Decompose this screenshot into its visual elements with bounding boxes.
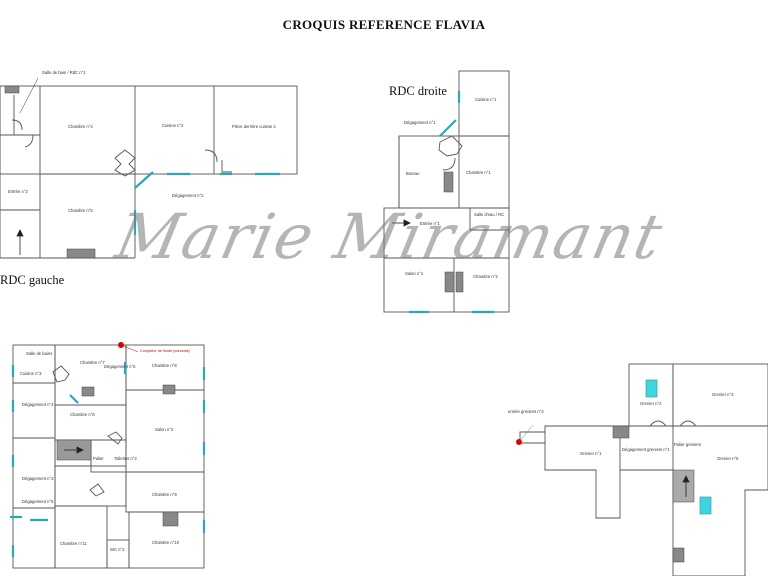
label-degagement-6: Dégagement n°6 — [22, 499, 54, 504]
label-salle-deau: Salle d'eau / RC — [474, 212, 504, 217]
rdc-gauche-label: RDC gauche — [0, 273, 65, 287]
label-salon-2: Salon n°2 — [155, 427, 174, 432]
label-grenier-2: Grenier n°2 — [640, 401, 662, 406]
label-cuisine-2: Cuisine n°2 — [162, 123, 184, 128]
plan-rdc-gauche — [0, 85, 298, 259]
label-degagement-greniers: Dégagement greniers n°1 — [622, 447, 670, 452]
label-salon-1: Salon n°1 — [405, 271, 424, 276]
label-chambre-5: Chambre n°5 — [68, 208, 93, 213]
label-cuisine-1: Cuisine n°1 — [475, 97, 497, 102]
label-palier-greniers: Palier greniers — [674, 442, 701, 447]
label-palier: Palier — [93, 456, 104, 461]
label-cuisine-3: Cuisine n°3 — [20, 371, 42, 376]
label-chambre-7: Chambre n°7 — [80, 360, 105, 365]
label-chambre-9: Chambre n°9 — [152, 492, 177, 497]
label-compteur: Compteur de fluide (conduits) — [140, 349, 191, 353]
label-chambre-2: Chambre n°2 — [473, 274, 498, 279]
label-grenier-3: Grenier n°3 — [712, 392, 734, 397]
label-chambre-11: Chambre n°11 — [60, 541, 87, 546]
label-chambre-1: Chambre n°1 — [466, 170, 491, 175]
label-entree-1: Entrée n°1 — [420, 221, 441, 226]
label-bureau: Bureau — [406, 171, 420, 176]
plan-etage — [12, 344, 205, 569]
label-degagement-4: Dégagement n°4 — [22, 402, 54, 407]
label-grenier-5: Grenier n°5 — [717, 456, 739, 461]
label-grenier-1: Grenier n°1 — [580, 451, 602, 456]
label-degagement-2: Dégagement n°2 — [172, 193, 204, 198]
label-degagement-3: Dégagement n°3 — [22, 476, 54, 481]
label-entree-2: Entrée n°2 — [8, 189, 29, 194]
plan-greniers — [519, 363, 768, 576]
label-entree-greniers: entrée greniers n°2 — [508, 409, 544, 414]
page-title: CROQUIS REFERENCE FLAVIA — [282, 17, 486, 32]
label-degagement-5: Dégagement n°5 — [104, 364, 136, 369]
label-wc: WC n°2 — [110, 547, 125, 552]
label-chambre-8: Chambre n°8 — [152, 363, 177, 368]
label-piece-derriere-cuisine: Pièce derrière cuisine 2 — [232, 124, 276, 129]
label-toilettes: Toilettes n°2 — [114, 456, 138, 461]
label-chambre-6: Chambre n°6 — [70, 412, 95, 417]
label-salle-de-bain: Salle de bain / RdC n°1 — [42, 70, 86, 75]
label-chambre-10: Chambre n°10 — [152, 540, 180, 545]
label-salle-de-bains: Salle de bains — [26, 351, 52, 356]
label-chambre-4: Chambre n°4 — [68, 124, 93, 129]
rdc-droite-label: RDC droite — [389, 84, 447, 98]
label-degagement-1: Dégagement n°1 — [404, 120, 436, 125]
